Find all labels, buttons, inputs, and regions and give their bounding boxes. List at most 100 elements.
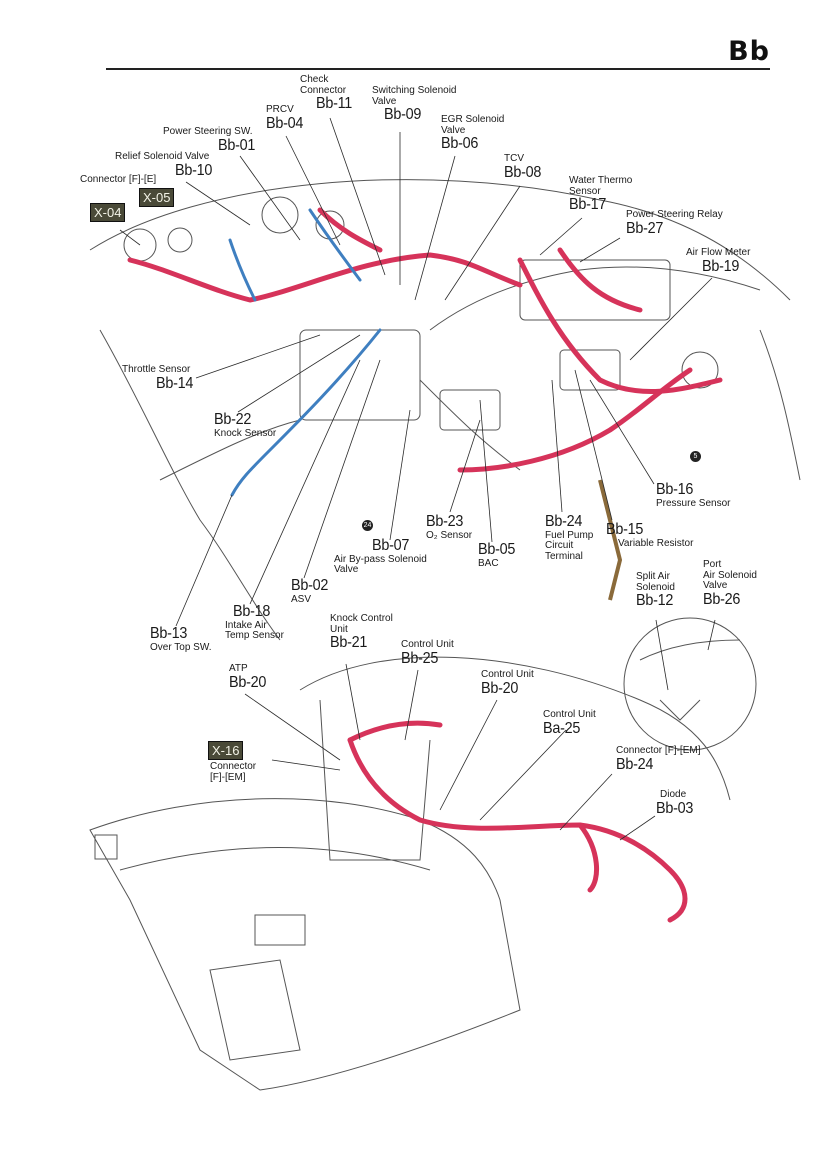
engine-bay-outline [89, 179, 791, 301]
callout-knock-control-unit: Knock Control Unit Bb-21 [330, 613, 393, 652]
callout-fuel-pump-terminal: Bb-24 Fuel Pump Circuit Terminal [545, 513, 594, 562]
harness-engine-main [127, 252, 523, 303]
callout-intake-air-temp: Bb-18 Intake Air Temp Sensor [225, 603, 284, 642]
callout-code: Bb-15 [606, 521, 644, 538]
callout-name: Knock Control Unit [330, 613, 393, 635]
callout-name: Fuel Pump Circuit Terminal [545, 529, 594, 562]
callout-code: Bb-08 [504, 163, 542, 181]
inset-detail-circle [623, 617, 757, 751]
callout-code: Bb-07 [372, 537, 410, 554]
callout-code: Bb-24 [545, 513, 583, 530]
callout-code: Bb-25 [401, 649, 439, 667]
harness-dash-main [347, 737, 688, 923]
callout-name: Port Air Solenoid Valve [703, 559, 757, 591]
callout-name: EGR Solenoid Valve [441, 114, 505, 136]
callout-name: Relief Solenoid Valve [115, 151, 210, 162]
callout-name: Intake Air Temp Sensor [225, 619, 284, 642]
callout-code: Bb-19 [702, 257, 740, 275]
callout-name: Diode [660, 789, 687, 800]
callout-name: Connector [F]-[EM] [616, 745, 701, 756]
callout-air-bypass: Bb-07 Air By-pass Solenoid Valve [334, 537, 427, 576]
callout-name: Connector [F]-[EM] [210, 761, 257, 783]
callout-check-connector: Check Connector Bb-11 [300, 74, 356, 113]
callout-code: Bb-01 [218, 136, 256, 154]
fender-outline-left [99, 329, 281, 641]
marker-5: 5 [690, 451, 701, 462]
callout-name: Power Steering SW. [163, 126, 253, 137]
callout-name: ASV [291, 593, 312, 605]
callout-over-top-sw: Bb-13 Over Top SW. [150, 625, 212, 653]
callout-relief-solenoid: Relief Solenoid Valve Bb-10 [115, 151, 216, 179]
callout-code: Bb-27 [626, 219, 664, 237]
callout-code: Bb-14 [156, 374, 194, 392]
connector-tag-x04: X-04 [90, 203, 126, 222]
callout-code: Bb-03 [656, 799, 694, 817]
callout-name: Air Flow Meter [686, 247, 751, 258]
callout-variable-resistor: Bb-15 Variable Resistor [606, 521, 694, 549]
dashboard-outline [89, 798, 521, 1091]
callout-o2-sensor: Bb-23 O₂ Sensor [426, 513, 473, 541]
callout-code: Bb-21 [330, 634, 368, 651]
callout-port-air: Port Air Solenoid Valve Bb-26 [703, 559, 757, 608]
harness-blue-down [230, 328, 382, 497]
callout-name: Switching Solenoid Valve [372, 85, 457, 107]
callout-code: Bb-20 [481, 679, 519, 697]
callout-control-unit-20: Control Unit Bb-20 [481, 669, 534, 697]
callout-code: Ba-25 [543, 719, 581, 737]
callout-control-unit-ba25: Control Unit Ba-25 [543, 709, 596, 737]
harness-blue-left [228, 238, 257, 302]
callout-code: Bb-20 [229, 673, 267, 691]
callout-code: Bb-22 [214, 411, 252, 428]
callout-name: Connector [F]-[E] [80, 174, 157, 185]
header-rule [106, 68, 770, 70]
harness-engine-lower [457, 367, 693, 473]
callout-name: O₂ Sensor [426, 529, 473, 541]
callout-code: Bb-02 [291, 577, 329, 594]
callout-name: PRCV [266, 104, 294, 115]
callout-name: Control Unit [543, 709, 596, 720]
section-code: Bb [728, 36, 770, 67]
callout-connector-fe: Connector [F]-[E] [80, 174, 157, 186]
callout-power-steering-sw: Power Steering SW. Bb-01 [163, 126, 259, 154]
callout-water-thermo: Water Thermo Sensor Bb-17 [569, 175, 633, 214]
harness-engine-right [517, 257, 723, 395]
callout-code: Bb-17 [569, 196, 607, 213]
callout-throttle-sensor: Throttle Sensor Bb-14 [122, 364, 197, 392]
callout-name: TCV [504, 153, 524, 164]
callout-prcv: PRCV Bb-04 [266, 104, 307, 132]
callout-code: Bb-13 [150, 625, 188, 642]
callout-name: Control Unit [481, 669, 534, 680]
callout-switching-solenoid: Switching Solenoid Valve Bb-09 [372, 85, 457, 124]
callout-egr-solenoid: EGR Solenoid Valve Bb-06 [441, 114, 505, 153]
connector-tag-x05: X-05 [139, 188, 175, 207]
callout-pressure-sensor: Bb-16 Pressure Sensor [656, 481, 731, 509]
callout-atp: ATP Bb-20 [229, 663, 270, 691]
callout-name: Pressure Sensor [656, 497, 731, 509]
callout-name: Throttle Sensor [122, 364, 191, 375]
connector-tag-x16: X-16 [208, 741, 244, 760]
callout-power-steering-relay: Power Steering Relay Bb-27 [626, 209, 723, 237]
callout-code: Bb-04 [266, 114, 304, 132]
callout-name: Variable Resistor [618, 537, 694, 549]
callout-asv: Bb-02 ASV [291, 577, 332, 605]
callout-bac: Bb-05 BAC [478, 541, 519, 569]
marker-24: 24 [362, 520, 373, 531]
callout-code: Bb-12 [636, 592, 674, 609]
callout-code: Bb-11 [316, 95, 353, 112]
callout-code: Bb-05 [478, 541, 516, 558]
callout-name: Check Connector [300, 74, 347, 96]
callout-code: Bb-06 [441, 135, 479, 152]
callout-name: Knock Sensor [214, 427, 277, 439]
callout-code: Bb-09 [384, 106, 422, 123]
callout-name: BAC [478, 557, 499, 569]
callout-split-air: Split Air Solenoid Bb-12 [636, 571, 677, 610]
callout-name: Water Thermo Sensor [569, 175, 633, 197]
callout-name: Power Steering Relay [626, 209, 723, 220]
callout-connector-fem-lower: Connector [F]-[EM] Bb-24 [616, 745, 701, 773]
callout-tcv: TCV Bb-08 [504, 153, 545, 181]
callout-code: Bb-24 [616, 755, 654, 773]
callout-name: Air By-pass Solenoid Valve [334, 553, 427, 576]
callout-name: ATP [229, 663, 248, 674]
fender-outline-right [759, 329, 801, 481]
